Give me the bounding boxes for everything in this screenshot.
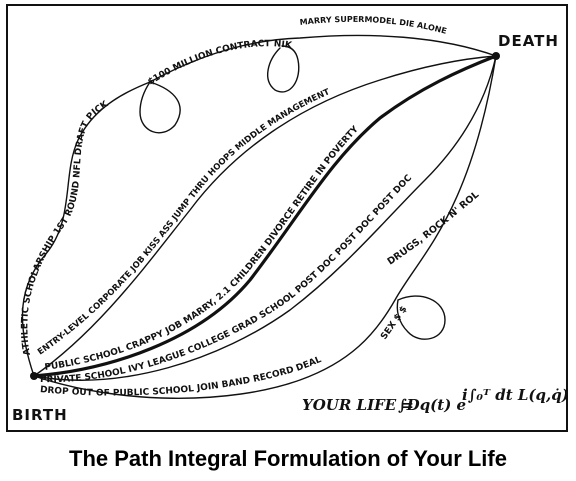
birth-label: BIRTH: [12, 406, 68, 424]
comic-frame: [6, 4, 568, 432]
formula-exponent: i∫₀ᵀ dt L(q,q̇): [462, 386, 569, 404]
path-diagram: BIRTH DEATH ATHLETIC SCHOLARSHIP 1ST ROU…: [0, 0, 569, 424]
death-dot: [492, 52, 500, 60]
ivy-path-line: [33, 55, 497, 381]
death-label: DEATH: [498, 32, 559, 50]
athletic-path-line: [21, 34, 497, 377]
path-strokes: [21, 34, 498, 399]
formula-lhs: YOUR LIFE =: [302, 396, 414, 414]
formula-rhs: ∫Dq(t) e: [398, 396, 466, 414]
label-crappy: PUBLIC SCHOOL CRAPPY JOB MARRY, 2.1 CHIL…: [44, 124, 361, 373]
label-loop-sex: SEX $ $: [379, 305, 409, 342]
band-path-line: [33, 55, 497, 399]
life-formula: YOUR LIFE = ∫Dq(t) e i∫₀ᵀ dt L(q,q̇): [302, 386, 569, 414]
label-drugs: DRUGS, ROCK N' ROLL $ $ $ SEX: [0, 0, 481, 268]
label-million: $100 MILLION CONTRACT NIKE ENDORSEMENT D…: [0, 0, 293, 88]
deal-loop-top: [267, 45, 300, 93]
classical-path-line: [32, 54, 498, 378]
label-athletic: ATHLETIC SCHOLARSHIP 1ST ROUND NFL DRAFT…: [20, 99, 111, 356]
label-marry: MARRY SUPERMODEL DIE ALONE: [299, 15, 447, 36]
deal-loop-bottom: [396, 295, 446, 340]
draft-loop: [139, 81, 181, 134]
corporate-path-line: [33, 55, 497, 377]
birth-dot: [30, 372, 38, 380]
figure-caption: The Path Integral Formulation of Your Li…: [69, 446, 507, 471]
